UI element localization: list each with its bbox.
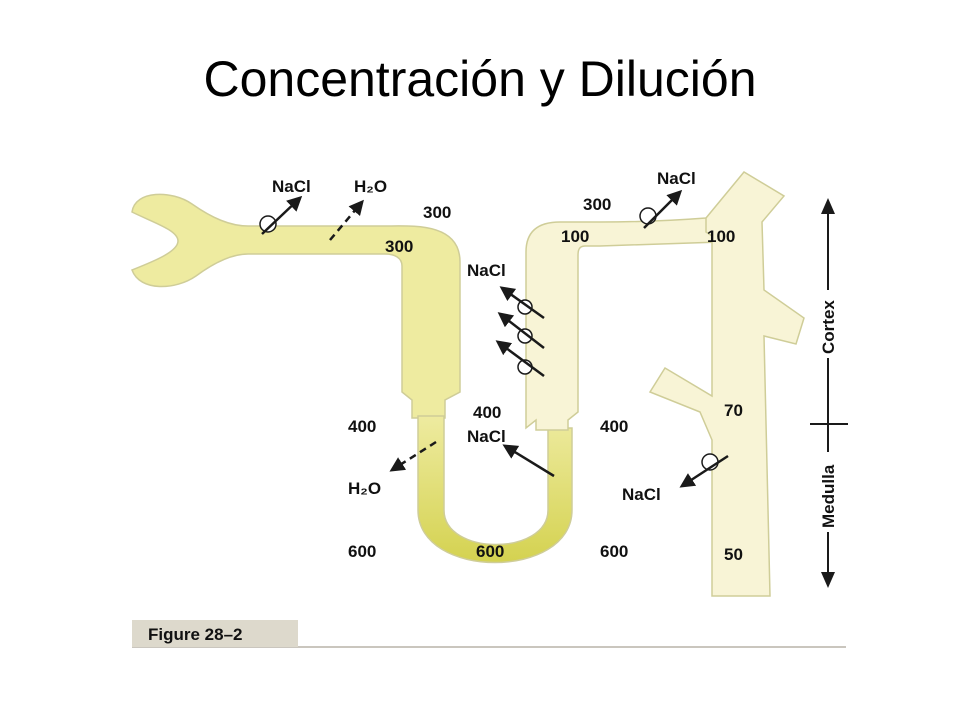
label-600-right: 600	[600, 542, 628, 561]
label-50: 50	[724, 545, 743, 564]
label-300-pct: 300	[385, 237, 413, 256]
label-medulla: Medulla	[819, 464, 838, 528]
figure-caption: Figure 28–2	[148, 625, 243, 644]
scale-arrowhead-down	[821, 572, 835, 588]
label-nacl-cd: NaCl	[622, 485, 661, 504]
label-nacl-thin-asc: NaCl	[467, 427, 506, 446]
label-nacl-pct: NaCl	[272, 177, 311, 196]
scale-arrowhead-up	[821, 198, 835, 214]
slide-title: Concentración y Dilución	[203, 51, 757, 107]
label-nacl-dct: NaCl	[657, 169, 696, 188]
label-600-mid: 600	[476, 542, 504, 561]
label-400-right: 400	[600, 417, 628, 436]
caption-box	[132, 620, 298, 647]
arrow-nacl-asc-1	[499, 286, 545, 320]
arrow-h2o-desc	[389, 440, 437, 472]
transporter-asc-2	[517, 328, 533, 344]
label-100-cd: 100	[707, 227, 735, 246]
label-h2o-desc: H₂O	[348, 479, 381, 498]
arrow-nacl-cd	[679, 454, 729, 488]
transporter-pct	[259, 215, 277, 233]
label-300-cortex: 300	[423, 203, 451, 222]
arrow-nacl-dct	[643, 189, 683, 229]
label-600-left: 600	[348, 542, 376, 561]
arrow-nacl-asc-2	[497, 312, 545, 349]
thick-ascending-limb	[525, 214, 721, 431]
label-70: 70	[724, 401, 743, 420]
label-300-dct: 300	[583, 195, 611, 214]
arrow-nacl-asc-3	[495, 340, 545, 378]
arrow-nacl-pct	[261, 195, 303, 235]
label-cortex: Cortex	[819, 300, 838, 354]
label-nacl-asc-thick: NaCl	[467, 261, 506, 280]
transporter-dct	[639, 207, 657, 225]
label-100-dct: 100	[561, 227, 589, 246]
arrow-nacl-thin-asc	[502, 444, 555, 478]
transporter-asc-1	[517, 299, 533, 315]
collecting-duct	[648, 171, 805, 597]
label-400-left: 400	[348, 417, 376, 436]
label-h2o-pct: H₂O	[354, 177, 387, 196]
label-400-mid: 400	[473, 403, 501, 422]
arrow-h2o-pct	[329, 199, 364, 241]
proximal-tubule	[131, 193, 461, 419]
